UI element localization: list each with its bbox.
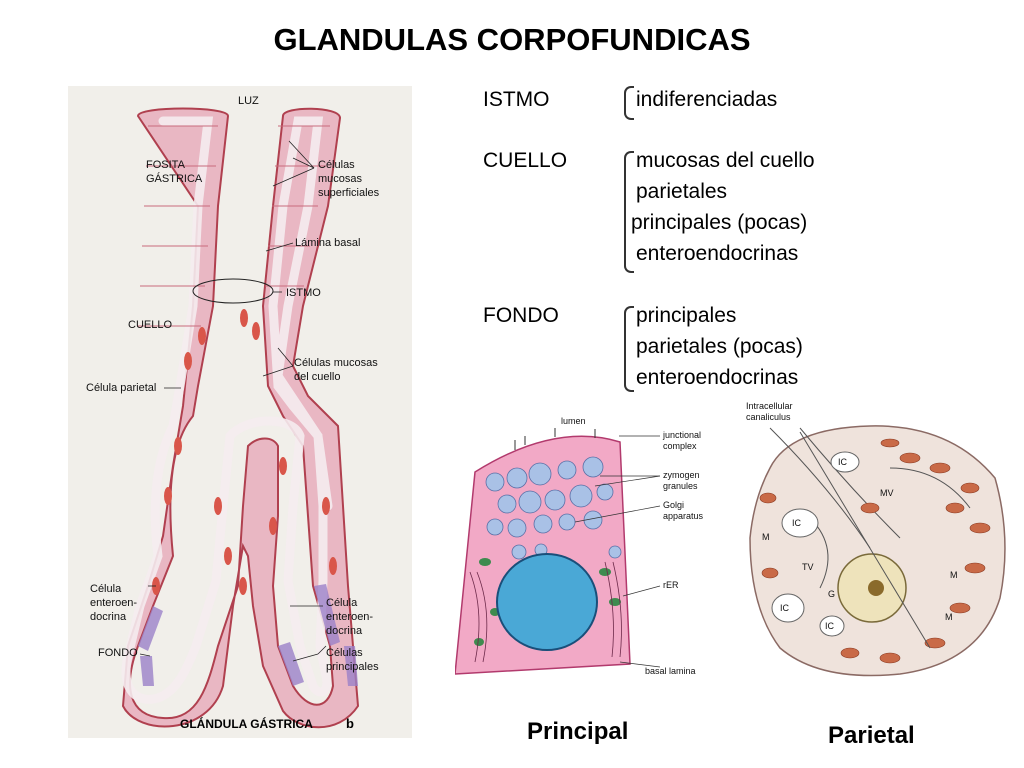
bracket-istmo xyxy=(624,86,634,120)
label-g: G xyxy=(828,589,835,599)
istmo-ring xyxy=(192,278,274,304)
parietal-nucleolus xyxy=(868,580,884,596)
principal-zymogen-granules xyxy=(485,456,622,560)
label-entero-right-2: enteroen- xyxy=(326,611,373,623)
label-mucosas-cuello-2: del cuello xyxy=(294,371,340,383)
region-fondo-name: FONDO xyxy=(483,304,559,327)
label-tv: TV xyxy=(802,562,814,572)
label-rer: rER xyxy=(663,580,679,590)
gland-lumen xyxy=(121,116,333,704)
label-entero-right-3: docrina xyxy=(326,625,363,637)
label-luz: LUZ xyxy=(238,95,259,107)
cuello-cell-3: principales (pocas) xyxy=(631,211,808,234)
label-caption: GLÁNDULA GÁSTRICA xyxy=(180,716,313,731)
label-junctional-2: complex xyxy=(663,441,697,451)
label-ic-3: IC xyxy=(780,603,790,613)
parietal-cell-figure: Intracellular canaliculus IC IC IC IC MV… xyxy=(746,401,1006,677)
chief-cells xyxy=(138,584,358,686)
label-istmo: ISTMO xyxy=(286,287,321,299)
label-canaliculus-2: canaliculus xyxy=(746,412,791,422)
parietal-cytoplasm xyxy=(749,425,1006,677)
parietal-ic xyxy=(771,451,860,637)
label-m-1: M xyxy=(762,532,770,542)
label-zymogen-2: granules xyxy=(663,481,698,491)
page-title: GLANDULAS CORPOFUNDICAS xyxy=(273,22,751,57)
fondo-cell-3: enteroendocrinas xyxy=(636,366,799,389)
principal-cell-figure: lumen junctional complex zymogen granule… xyxy=(455,416,704,676)
principal-nucleus xyxy=(496,553,598,651)
label-zymogen-1: zymogen xyxy=(663,470,700,480)
label-junctional-1: junctional xyxy=(662,430,701,440)
parietal-caption: Parietal xyxy=(828,722,915,749)
principal-microvilli xyxy=(514,428,596,450)
bracket-cuello xyxy=(624,151,634,273)
cuello-cell-4: enteroendocrinas xyxy=(636,242,799,265)
fondo-cell-2: parietales (pocas) xyxy=(636,335,803,358)
label-m-2: M xyxy=(950,570,958,580)
label-golgi-2: apparatus xyxy=(663,511,704,521)
principal-rer xyxy=(469,561,622,663)
label-lamina: Lámina basal xyxy=(295,237,360,249)
label-panel: b xyxy=(346,716,354,731)
gastric-gland-figure: LUZ FOSITA GÁSTRICA Células mucosas supe… xyxy=(68,86,412,738)
label-mucosas-sup-2: mucosas xyxy=(318,173,363,185)
label-parietal: Célula parietal xyxy=(86,382,156,394)
label-ic-2: IC xyxy=(792,518,802,528)
label-entero-left-2: enteroen- xyxy=(90,597,137,609)
label-principales-1: Células xyxy=(326,647,363,659)
label-principales-2: principales xyxy=(326,661,379,673)
leader-lines xyxy=(139,140,327,662)
parietal-leader xyxy=(799,431,931,649)
fondo-cell-1: principales xyxy=(636,304,737,327)
label-lumen: lumen xyxy=(561,416,586,426)
cuello-cell-2: parietales xyxy=(636,180,728,203)
label-mucosas-sup-1: Células xyxy=(318,159,355,171)
istmo-cell-1: indiferenciadas xyxy=(636,88,778,111)
cuello-cell-1: mucosas del cuello xyxy=(636,149,815,172)
label-fosita-1: FOSITA xyxy=(146,159,186,171)
label-cuello: CUELLO xyxy=(128,319,172,331)
label-mv: MV xyxy=(880,488,894,498)
label-fondo: FONDO xyxy=(98,647,138,659)
gland-background xyxy=(68,86,412,738)
principal-leaders xyxy=(574,435,661,668)
label-ic-4: IC xyxy=(825,621,835,631)
label-ic-1: IC xyxy=(838,457,848,467)
label-m-3: M xyxy=(945,612,953,622)
label-mucosas-sup-3: superficiales xyxy=(318,187,380,199)
region-istmo-name: ISTMO xyxy=(483,88,550,111)
label-entero-left-3: docrina xyxy=(90,611,127,623)
region-cuello-name: CUELLO xyxy=(483,149,568,172)
bracket-fondo xyxy=(624,306,634,392)
principal-caption: Principal xyxy=(527,718,629,745)
label-golgi-1: Golgi xyxy=(663,500,684,510)
label-mucosas-cuello-1: Células mucosas xyxy=(294,357,378,369)
label-fosita-2: GÁSTRICA xyxy=(146,172,203,185)
parietal-mitochondria xyxy=(759,438,991,664)
parietal-cells xyxy=(152,309,337,595)
label-entero-right-1: Célula xyxy=(326,597,358,609)
label-basal-lamina: basal lamina xyxy=(645,666,696,676)
label-entero-left-1: Célula xyxy=(90,583,122,595)
cell-dividers xyxy=(138,125,330,327)
label-canaliculus-1: Intracellular xyxy=(746,401,793,411)
